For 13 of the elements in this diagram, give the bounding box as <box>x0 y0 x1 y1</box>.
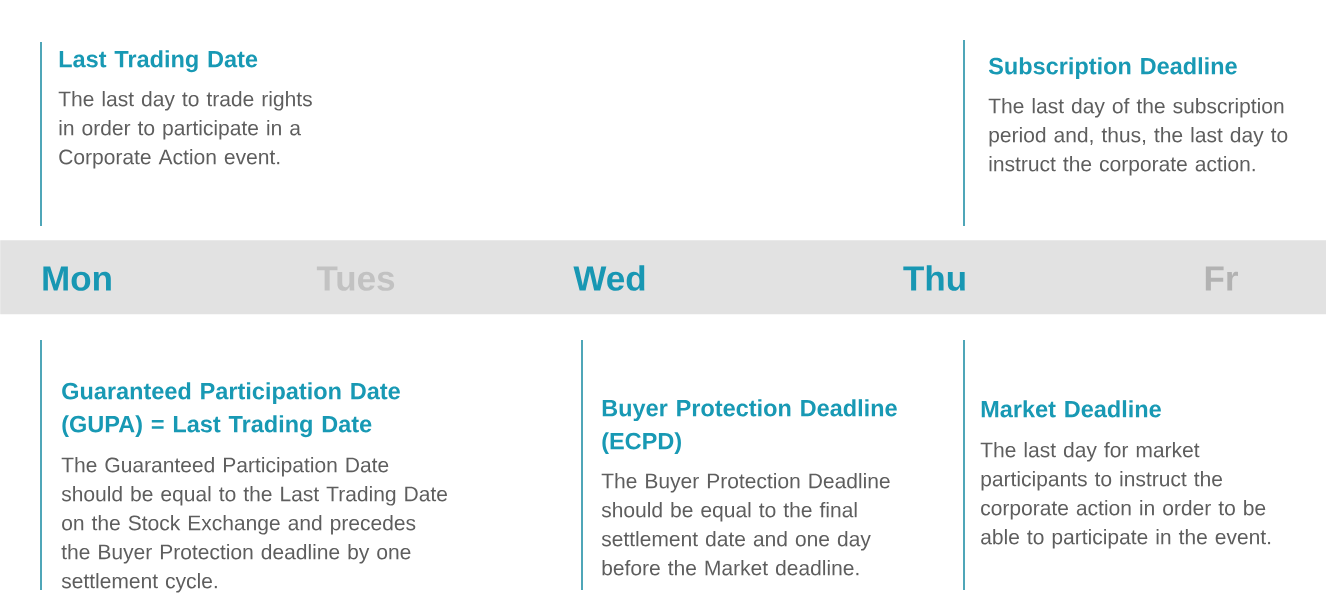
card-heading: Guaranteed Participation Date (GUPA) = Last Trading Date <box>62 382 400 438</box>
card-heading: Buyer Protection Deadline (ECPD) <box>602 399 897 455</box>
card-heading: Subscription Deadline <box>988 57 1237 80</box>
day-label: Wed <box>573 265 645 291</box>
day-label: Thu <box>903 265 965 291</box>
card-heading: Last Trading Date <box>59 50 258 73</box>
card-text: The last day for market participants to instruct the corporate action in order to be able to participate in the event. <box>980 442 1271 549</box>
card-text: The Guaranteed Participation Date should be equal to the Last Trading Date on the Stock Exchange and precedes the Buyer Protection deadline by one settlement cycle. <box>61 457 447 593</box>
day-label: Mon <box>43 266 111 291</box>
card-text: The last day to trade rights in order to participate in a Corporate Action event. <box>58 91 312 169</box>
card-text: The Buyer Protection Deadline should be equal to the final settlement date and one day before the Market deadline. <box>601 473 890 576</box>
card-heading: Market Deadline <box>981 400 1161 418</box>
card-text: The last day of the subscription period and, thus, the last day to instruct the corporate action. <box>988 98 1288 176</box>
